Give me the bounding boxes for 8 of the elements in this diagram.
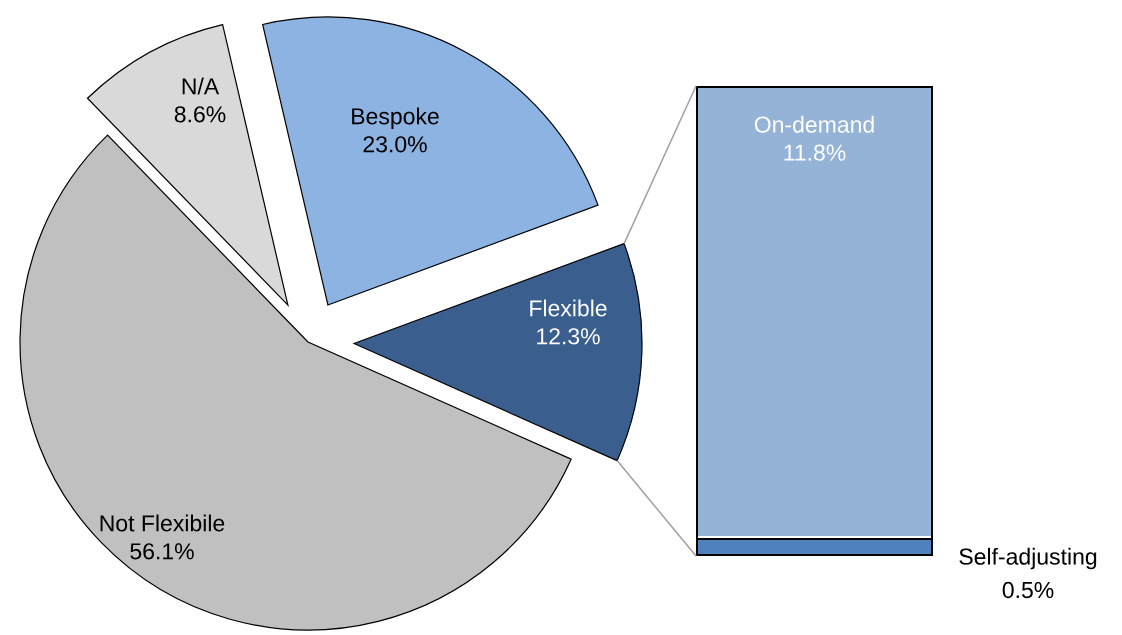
connector-line [623,85,697,245]
pie-slice: N/A 8.6% [86,24,289,306]
connector-line [616,459,697,557]
bar-segment [697,538,932,554]
pie-slice: Flexible 12.3% [353,243,643,462]
segment-label: 0.5% [1002,581,1054,599]
segment-label: Self-adjusting [959,547,1097,570]
bar-segment: On-demand 11.8% [698,88,931,536]
